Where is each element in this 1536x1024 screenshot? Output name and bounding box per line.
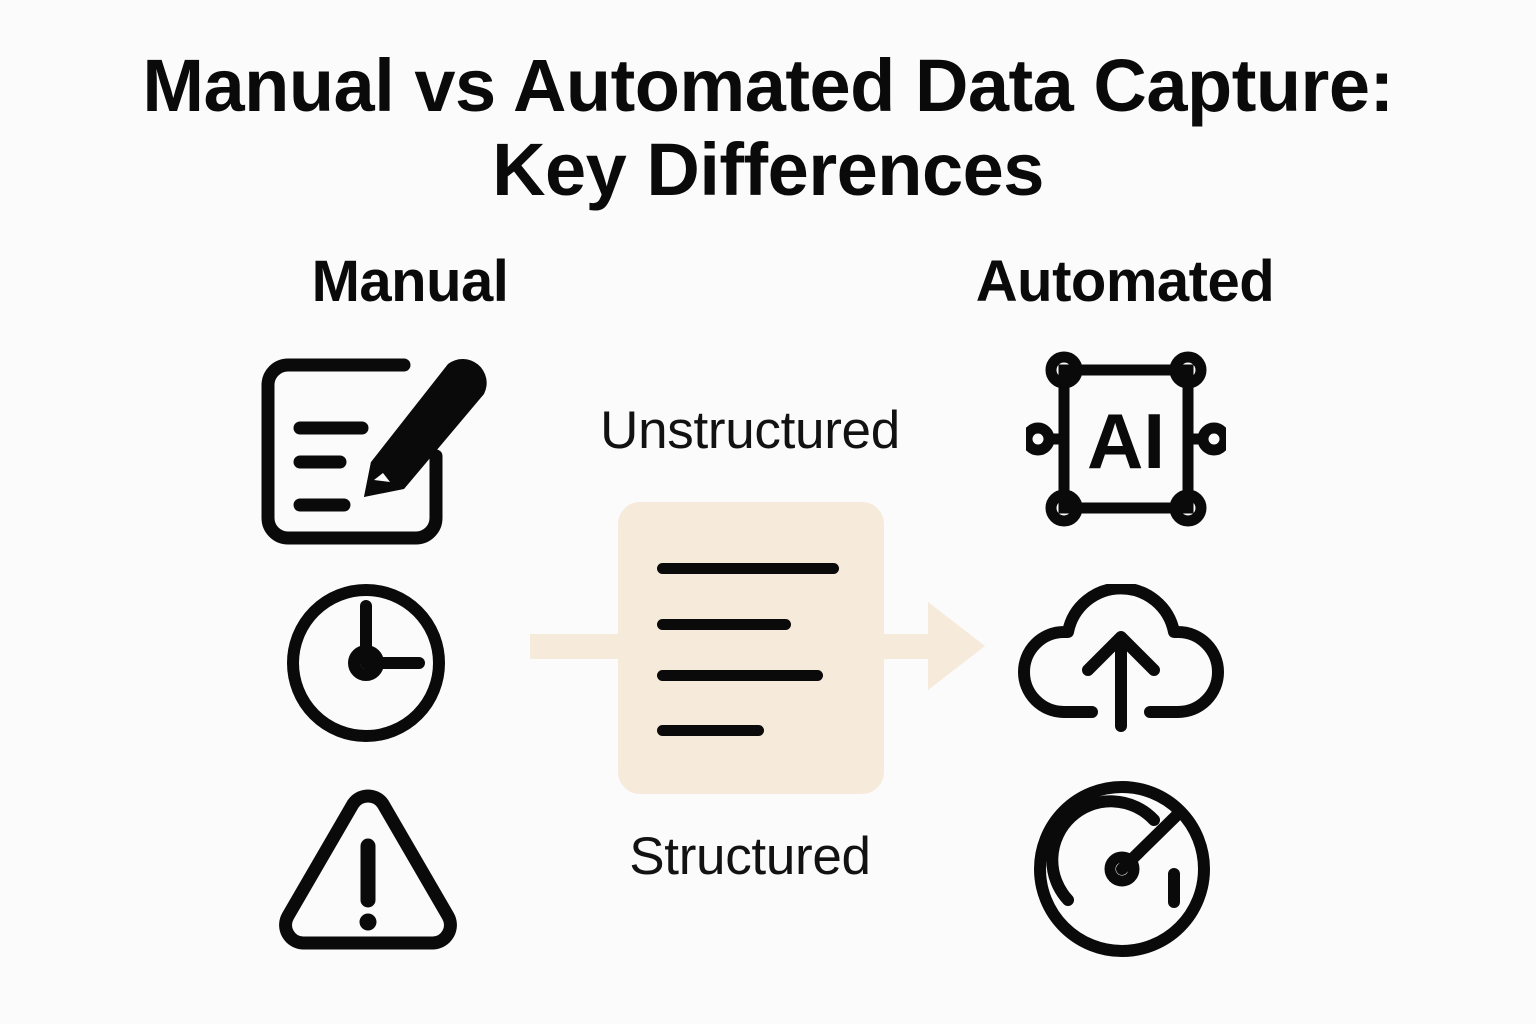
document-line xyxy=(657,619,791,630)
ai-chip-icon: AI xyxy=(1026,346,1226,532)
column-heading-manual: Manual xyxy=(311,249,509,314)
cloud-upload-icon xyxy=(1016,584,1226,748)
label-unstructured: Unstructured xyxy=(600,401,900,460)
document-line xyxy=(657,725,764,736)
label-structured: Structured xyxy=(629,827,871,886)
ai-chip-text: AI xyxy=(1087,397,1165,485)
column-heading-automated: Automated xyxy=(975,249,1275,314)
page-title: Manual vs Automated Data Capture: Key Di… xyxy=(142,44,1394,211)
document-line xyxy=(657,563,839,574)
warning-triangle-icon xyxy=(268,788,468,956)
document-line xyxy=(657,670,823,681)
clock-icon xyxy=(276,578,462,748)
notepad-pencil-icon xyxy=(252,352,502,552)
gauge-icon xyxy=(1026,778,1218,960)
document-card xyxy=(618,502,884,794)
